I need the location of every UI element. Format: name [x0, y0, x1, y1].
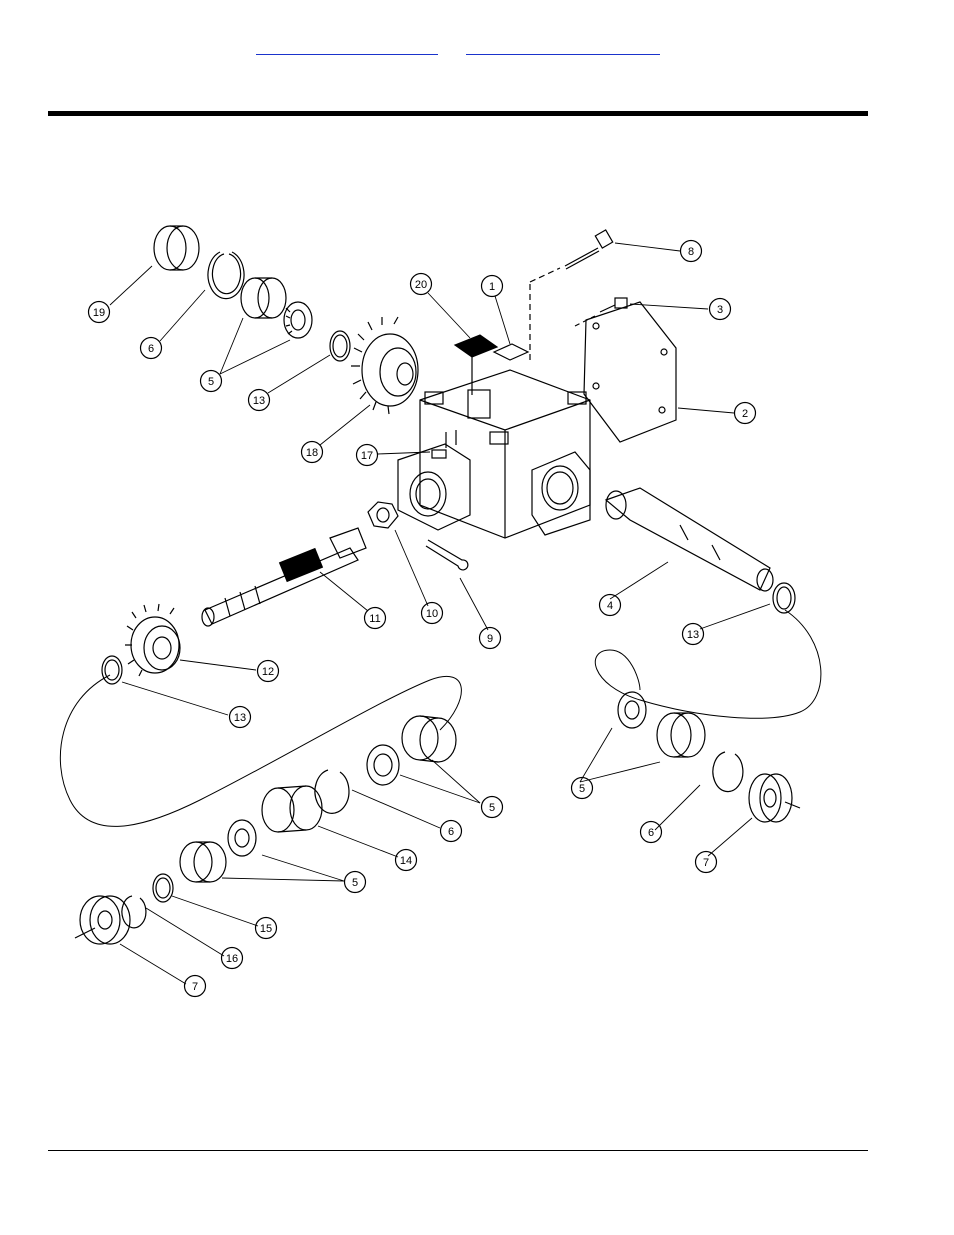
callout-3: 3 — [710, 299, 731, 320]
part-3-screw — [575, 298, 627, 326]
svg-text:12: 12 — [262, 666, 274, 678]
part-5-bearing-right — [618, 692, 705, 757]
part-6-snap-ring-lower — [315, 770, 349, 813]
part-19-cup — [154, 226, 199, 270]
callout-1: 1 — [482, 276, 503, 297]
svg-text:6: 6 — [648, 827, 654, 839]
svg-text:13: 13 — [253, 395, 265, 407]
svg-text:19: 19 — [93, 307, 105, 319]
svg-text:13: 13 — [687, 629, 699, 641]
part-10-castle-nut — [368, 502, 398, 528]
part-4-output-shaft — [606, 488, 773, 591]
callout-6: 6 — [641, 822, 662, 843]
callout-2: 2 — [735, 403, 756, 424]
callout-15: 15 — [256, 918, 277, 939]
part-6-snap-ring-top — [208, 252, 244, 299]
svg-text:6: 6 — [448, 826, 454, 838]
part-14-spacer — [262, 786, 322, 832]
callout-6: 6 — [441, 821, 462, 842]
svg-text:9: 9 — [487, 633, 493, 645]
callout-10: 10 — [422, 603, 443, 624]
part-12-spur-gear — [125, 604, 180, 676]
part-9-cotter-pin — [426, 540, 468, 570]
svg-text:18: 18 — [306, 447, 318, 459]
callout-13: 13 — [683, 624, 704, 645]
callout-12: 12 — [258, 661, 279, 682]
callout-11: 11 — [365, 608, 386, 629]
svg-text:17: 17 — [361, 450, 373, 462]
part-11-input-shaft — [202, 528, 366, 626]
callout-18: 18 — [302, 442, 323, 463]
callout-19: 19 — [89, 302, 110, 323]
svg-text:2: 2 — [742, 408, 748, 420]
callout-17: 17 — [357, 445, 378, 466]
svg-text:5: 5 — [579, 783, 585, 795]
part-13-ring-right — [773, 583, 795, 613]
callout-16: 16 — [222, 948, 243, 969]
svg-text:4: 4 — [607, 600, 613, 612]
part-15-ring — [153, 874, 173, 902]
svg-text:7: 7 — [703, 857, 709, 869]
callout-5: 5 — [345, 872, 366, 893]
part-7-seal-right — [749, 774, 800, 822]
part-7-seal-left — [75, 896, 130, 944]
svg-text:11: 11 — [369, 613, 380, 625]
part-18-bevel-gear — [351, 317, 418, 414]
nav-link-2[interactable] — [466, 40, 660, 55]
svg-text:14: 14 — [400, 855, 412, 867]
svg-text:16: 16 — [226, 953, 238, 965]
svg-text:20: 20 — [415, 279, 427, 291]
svg-text:5: 5 — [489, 802, 495, 814]
callout-8: 8 — [681, 241, 702, 262]
svg-text:15: 15 — [260, 923, 272, 935]
callout-6: 6 — [141, 338, 162, 359]
svg-text:5: 5 — [352, 877, 358, 889]
part-8-dipstick — [530, 230, 613, 360]
svg-text:6: 6 — [148, 343, 154, 355]
callout-9: 9 — [480, 628, 501, 649]
part-16-snap-ring — [122, 896, 146, 928]
part-17-bolt — [398, 430, 470, 530]
part-5-bearing-lower-right — [367, 716, 456, 785]
part-6-snap-ring-right — [713, 752, 743, 792]
callout-5: 5 — [201, 371, 222, 392]
svg-text:7: 7 — [192, 981, 198, 993]
callout-14: 14 — [396, 850, 417, 871]
callout-5: 5 — [572, 778, 593, 799]
part-13-ring-top — [330, 331, 350, 361]
part-1-plug — [494, 344, 528, 360]
svg-text:3: 3 — [717, 304, 723, 316]
part-5-bearing-top — [241, 278, 312, 338]
svg-text:1: 1 — [489, 281, 495, 293]
callout-20: 20 — [411, 274, 432, 295]
svg-text:10: 10 — [426, 608, 438, 620]
svg-text:8: 8 — [688, 246, 694, 258]
svg-text:5: 5 — [208, 376, 214, 388]
part-13-ring-left — [102, 656, 122, 684]
callout-13: 13 — [249, 390, 270, 411]
header-rule — [48, 111, 868, 116]
callout-4: 4 — [600, 595, 621, 616]
gearbox-exploded-diagram: 19 6 5 13 18 20 1 8 3 2 17 4 13 11 10 9 … — [50, 210, 840, 1005]
svg-text:13: 13 — [234, 712, 246, 724]
part-2-cover-plate — [584, 302, 676, 442]
callout-5: 5 — [482, 797, 503, 818]
footer-rule — [48, 1150, 868, 1151]
callout-13: 13 — [230, 707, 251, 728]
nav-link-1[interactable] — [256, 40, 438, 55]
part-5-bearing-lower-left — [180, 820, 256, 882]
callout-7: 7 — [696, 852, 717, 873]
callout-7: 7 — [185, 976, 206, 997]
